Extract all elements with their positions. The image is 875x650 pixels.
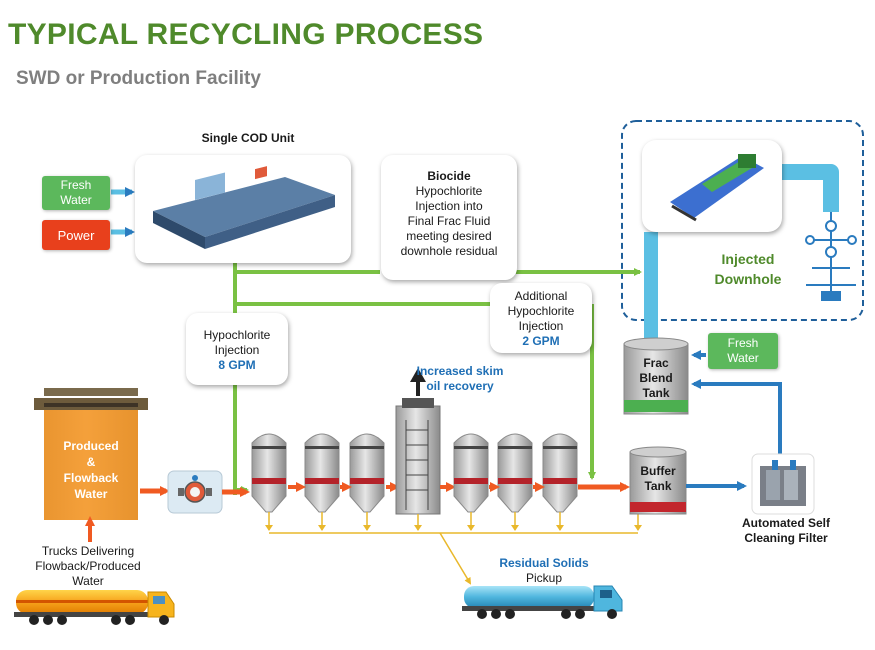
skim-oil-label: Increased skim oil recovery: [416, 364, 504, 393]
hypo-injection-body: Hypochlorite Injection: [203, 328, 271, 357]
solids-pickup-truck: [462, 585, 623, 619]
frac-equipment-card: [642, 140, 782, 232]
cod-unit-label: Single COD Unit: [201, 131, 295, 145]
wellhead-icon: [805, 212, 857, 301]
separator-silos-2: [453, 433, 578, 513]
pump-icon: [167, 470, 223, 514]
biocide-heading: Biocide: [427, 169, 471, 183]
buffer-tank-label: Buffer Tank: [640, 464, 676, 493]
fresh-water-input-box: Fresh Water: [42, 176, 110, 210]
residual-solids-pickup: Pickup: [525, 571, 563, 585]
additional-hypo-card: Additional Hypochlorite Injection 2 GPM: [490, 283, 592, 353]
biocide-card: Biocide Hypochlorite Injection into Fina…: [381, 155, 517, 280]
biocide-body: Hypochlorite Injection into Final Frac F…: [400, 184, 498, 258]
downhole-pipe: [780, 164, 839, 212]
produced-water-tank: [34, 388, 148, 520]
hypo-injection-card: Hypochlorite Injection 8 GPM: [186, 313, 288, 385]
filter-unit-icon: [751, 453, 815, 515]
skim-tower: [395, 368, 441, 515]
produced-water-label: Produced & Flowback Water: [63, 439, 119, 501]
page-subtitle: SWD or Production Facility: [16, 68, 261, 89]
frac-blend-tank-shape: [623, 337, 689, 415]
solids-lines: [268, 512, 639, 585]
additional-hypo-body: Additional Hypochlorite Injection: [507, 289, 575, 333]
filter-to-frac-pipe: [691, 379, 782, 454]
additional-hypo-rate: 2 GPM: [522, 334, 560, 348]
frac-blend-tank-label: Frac Blend Tank: [639, 356, 673, 400]
automated-filter-label: Automated Self Cleaning Filter: [741, 516, 830, 545]
power-input-box: Power: [42, 220, 110, 250]
fresh-water-right-box: Fresh Water: [708, 333, 778, 369]
residual-solids-label: Residual Solids: [499, 556, 589, 570]
injected-downhole-label: Injected Downhole: [714, 251, 782, 287]
frac-equipment-icon: [670, 154, 764, 222]
injected-downhole-region: [621, 120, 864, 321]
cod-unit-card: [135, 155, 351, 263]
trucks-delivering-label: Trucks Delivering Flowback/Produced Wate…: [35, 544, 141, 588]
separator-silos-1: [251, 433, 385, 513]
hypo-injection-rate: 8 GPM: [218, 358, 256, 372]
delivery-truck: [14, 590, 175, 625]
buffer-tank-shape: [629, 446, 687, 515]
cod-unit-icon: [153, 166, 335, 249]
page-title: TYPICAL RECYCLING PROCESS: [8, 18, 484, 51]
